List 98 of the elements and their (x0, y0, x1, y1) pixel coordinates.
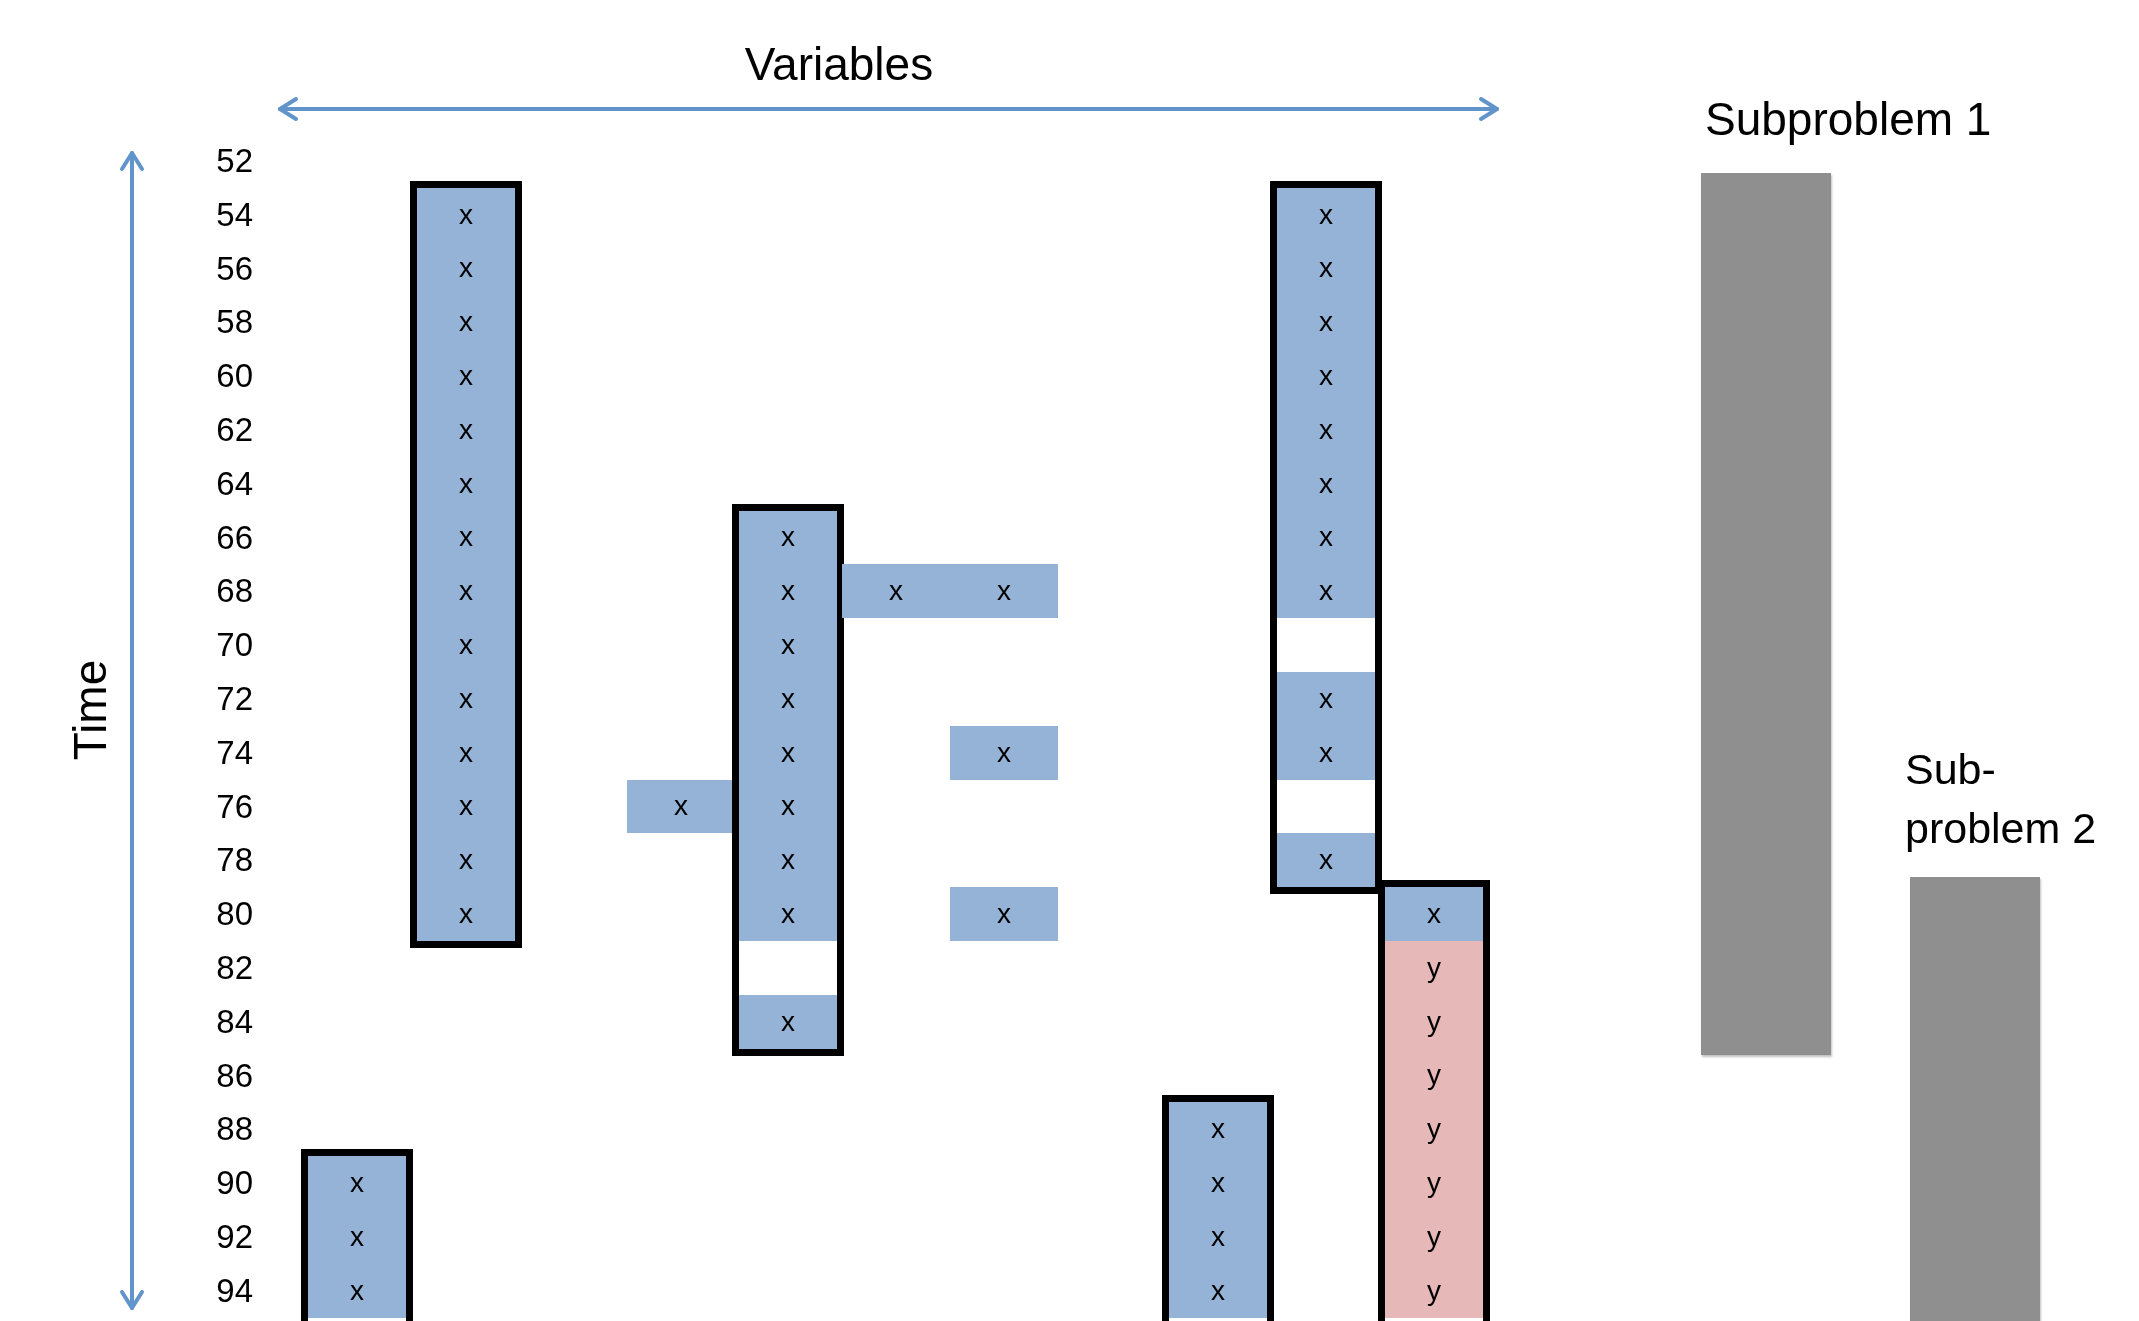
variable-mark: x (1318, 198, 1334, 231)
time-tick-label: 72 (215, 679, 253, 718)
variable-mark: y (1426, 1005, 1442, 1038)
variable-block (308, 1156, 406, 1318)
subproblem-outline (1162, 1095, 1274, 1321)
time-tick-label: 52 (215, 141, 253, 180)
variable-mark: x (458, 844, 474, 877)
variable-mark: x (1318, 360, 1334, 393)
variable-mark: x (458, 467, 474, 500)
variable-mark: x (1210, 1274, 1226, 1307)
time-tick-label: 80 (215, 895, 253, 934)
subproblem-outline (1270, 180, 1382, 895)
variable-mark: y (1426, 1059, 1442, 1092)
variable-block (739, 510, 837, 941)
time-tick-label: 70 (215, 626, 253, 665)
variable-mark: x (780, 898, 796, 931)
variable-mark: x (780, 629, 796, 662)
time-tick-label: 76 (215, 787, 253, 826)
variable-mark: x (1210, 1220, 1226, 1253)
subproblem-outline (301, 1149, 413, 1321)
variable-mark: x (458, 306, 474, 339)
variable-block (1277, 833, 1375, 888)
variable-mark: x (1426, 898, 1442, 931)
time-tick-label: 88 (215, 1110, 253, 1149)
axis-title: Time (63, 658, 117, 763)
variable-mark: x (458, 413, 474, 446)
variable-block (627, 779, 735, 834)
variable-mark: x (458, 790, 474, 823)
variable-mark: y (1426, 1167, 1442, 1200)
variable-mark: x (780, 521, 796, 554)
variable-mark: x (458, 629, 474, 662)
time-tick-label: 64 (215, 464, 253, 503)
time-tick-label: 62 (215, 410, 253, 449)
variable-block (842, 564, 1058, 619)
time-tick-label: 84 (215, 1002, 253, 1041)
variable-mark: x (780, 844, 796, 877)
variable-mark: x (458, 682, 474, 715)
variable-mark: y (1426, 1274, 1442, 1307)
variable-mark: x (780, 575, 796, 608)
time-tick-label: 94 (215, 1271, 253, 1310)
time-tick-label: 68 (215, 572, 253, 611)
time-tick-label: 90 (215, 1164, 253, 1203)
variable-mark: x (458, 736, 474, 769)
variable-mark: x (458, 575, 474, 608)
variable-mark: x (673, 790, 689, 823)
variable-block (1385, 887, 1483, 941)
variable-mark: x (996, 898, 1012, 931)
variable-mark: x (780, 736, 796, 769)
variable-block (950, 887, 1058, 941)
variable-block (1277, 187, 1375, 619)
variable-mark: x (458, 198, 474, 231)
variable-mark: x (1318, 736, 1334, 769)
subproblem-outline (1378, 880, 1490, 1321)
variable-mark: x (458, 360, 474, 393)
subproblem-heading: Subproblem 1 (1705, 92, 1993, 147)
variable-mark: x (1210, 1167, 1226, 1200)
variable-mark: x (458, 898, 474, 931)
variable-mark: x (458, 521, 474, 554)
variable-mark: x (996, 575, 1012, 608)
time-tick-label: 86 (215, 1056, 253, 1095)
variable-block (950, 725, 1058, 780)
time-tick-label: 82 (215, 948, 253, 987)
variable-mark: x (1318, 844, 1334, 877)
axis-title: Variables (743, 37, 935, 92)
variable-block (1277, 672, 1375, 780)
variable-mark: x (1210, 1113, 1226, 1146)
time-tick-label: 54 (215, 195, 253, 234)
variable-mark: x (349, 1167, 365, 1200)
time-tick-label: 56 (215, 249, 253, 288)
subproblem-heading: Sub- problem 2 (1905, 744, 2098, 855)
variable-mark: x (1318, 413, 1334, 446)
time-tick-label: 58 (215, 303, 253, 342)
variable-mark: y (1426, 951, 1442, 984)
time-tick-label: 78 (215, 841, 253, 880)
variable-mark: x (1318, 521, 1334, 554)
variable-mark: x (780, 1005, 796, 1038)
time-tick-label: 92 (215, 1217, 253, 1256)
variable-mark: y (1426, 1220, 1442, 1253)
variable-mark: x (996, 736, 1012, 769)
variable-mark: x (1318, 252, 1334, 285)
variable-mark: x (349, 1220, 365, 1253)
variable-mark: x (780, 682, 796, 715)
variable-mark: x (1318, 682, 1334, 715)
variable-mark: y (1426, 1113, 1442, 1146)
time-tick-label: 66 (215, 518, 253, 557)
variable-mark: x (1318, 306, 1334, 339)
variable-block (739, 994, 837, 1049)
variable-mark: x (888, 575, 904, 608)
variable-block (1169, 1102, 1267, 1318)
variable-mark: x (349, 1274, 365, 1307)
variable-mark: x (458, 252, 474, 285)
variable-mark: x (780, 790, 796, 823)
variable-block (1385, 941, 1483, 1318)
time-tick-label: 74 (215, 733, 253, 772)
variable-mark: x (1318, 575, 1334, 608)
variable-mark: x (1318, 467, 1334, 500)
time-tick-label: 60 (215, 357, 253, 396)
subproblem-outline (732, 503, 844, 1056)
